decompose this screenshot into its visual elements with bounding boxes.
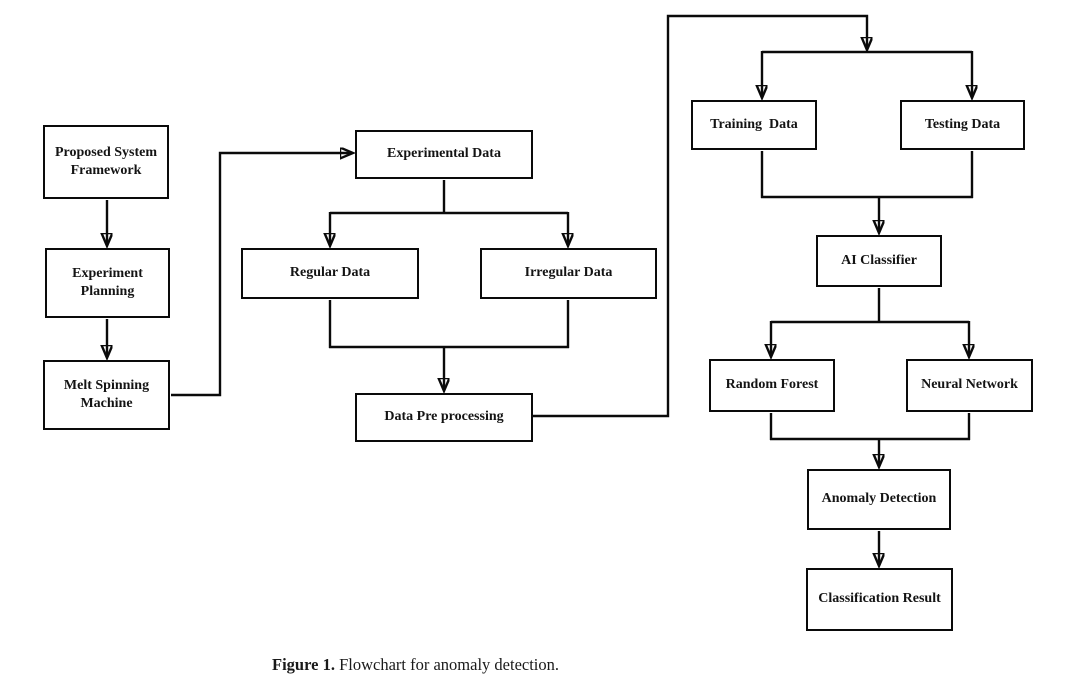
- node-label: Experimental Data: [387, 146, 501, 162]
- node-label: Neural Network: [921, 377, 1018, 393]
- node-irregular-data: Irregular Data: [480, 248, 657, 299]
- node-proposed-system-framework: Proposed System Framework: [43, 125, 169, 199]
- node-label: Random Forest: [725, 377, 819, 393]
- node-classification-result: Classification Result: [806, 568, 953, 631]
- node-label: Experiment Planning: [72, 265, 143, 299]
- arrow-data-pre-processing-to-top-split: [533, 14, 867, 418]
- node-label: Training Data: [710, 116, 798, 132]
- node-training-data: Training Data: [691, 100, 817, 150]
- node-label: Classification Result: [818, 591, 941, 607]
- node-testing-data: Testing Data: [900, 100, 1025, 150]
- node-label: Testing Data: [924, 116, 1001, 132]
- node-label: AI Classifier: [841, 252, 917, 268]
- figure-caption-text: Flowchart for anomaly detection.: [339, 655, 560, 674]
- node-regular-data: Regular Data: [241, 248, 419, 299]
- figure-caption: Figure 1. Flowchart for anomaly detectio…: [272, 655, 559, 675]
- node-label: Data Pre processing: [384, 409, 504, 425]
- node-label: Melt Spinning Machine: [63, 377, 150, 411]
- node-label: Irregular Data: [524, 265, 613, 281]
- node-experimental-data: Experimental Data: [355, 130, 533, 179]
- figure-caption-label: Figure 1.: [272, 655, 335, 674]
- node-label: Proposed System Framework: [54, 144, 158, 178]
- arrow-melt-to-experimental-data: [171, 153, 351, 397]
- node-anomaly-detection: Anomaly Detection: [807, 469, 951, 530]
- node-experiment-planning: Experiment Planning: [45, 248, 170, 318]
- node-label: Anomaly Detection: [821, 491, 937, 507]
- node-data-pre-processing: Data Pre processing: [355, 393, 533, 442]
- connector-skeleton: [328, 50, 974, 441]
- node-ai-classifier: AI Classifier: [816, 235, 942, 287]
- node-neural-network: Neural Network: [906, 359, 1033, 412]
- node-label: Regular Data: [289, 265, 371, 281]
- node-melt-spinning-machine: Melt Spinning Machine: [43, 360, 170, 430]
- node-random-forest: Random Forest: [709, 359, 835, 412]
